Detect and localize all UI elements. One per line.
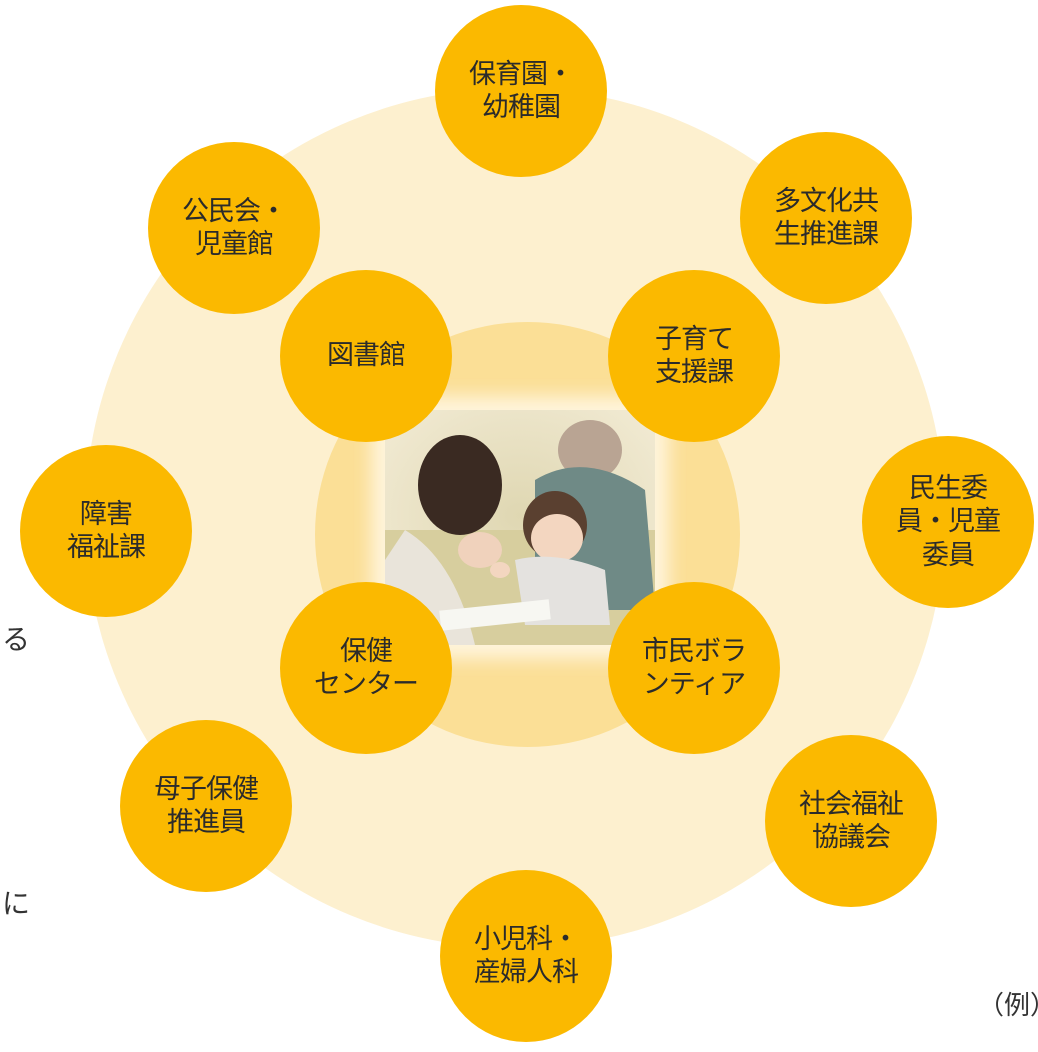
node-hoken-label: 保健 センター (314, 635, 419, 700)
node-boshi-label: 母子保健 推進員 (154, 773, 259, 838)
node-hoken: 保健 センター (280, 582, 452, 754)
node-volunteer: 市民ボラ ンティア (608, 582, 780, 754)
node-shogai: 障害 福祉課 (20, 445, 192, 617)
node-minsei-label: 民生委 員・児童 委員 (896, 473, 1001, 571)
node-boshi: 母子保健 推進員 (120, 720, 292, 892)
node-hoikuen-label: 保育園・ 幼稚園 (469, 58, 574, 123)
node-hoikuen: 保育園・ 幼稚園 (435, 5, 607, 177)
example-caption: （例） (978, 991, 1038, 1021)
node-shoni-label: 小児科・ 産婦人科 (474, 923, 579, 988)
node-toshokan: 図書館 (280, 270, 452, 442)
side-text-ni: に (2, 887, 31, 920)
node-kominkan-label: 公民会・ 児童館 (182, 195, 287, 260)
node-minsei: 民生委 員・児童 委員 (862, 436, 1034, 608)
node-tabunka-label: 多文化共 生推進課 (774, 185, 879, 250)
node-volunteer-label: 市民ボラ ンティア (642, 635, 747, 700)
node-tabunka: 多文化共 生推進課 (740, 132, 912, 304)
node-shakai: 社会福祉 協議会 (765, 735, 937, 907)
node-shoni: 小児科・ 産婦人科 (440, 870, 612, 1042)
node-kominkan: 公民会・ 児童館 (148, 142, 320, 314)
node-kosodate: 子育て 支援課 (608, 270, 780, 442)
node-shogai-label: 障害 福祉課 (67, 498, 146, 563)
side-text-ru: る (2, 623, 31, 656)
node-shakai-label: 社会福祉 協議会 (799, 788, 904, 853)
node-toshokan-label: 図書館 (327, 340, 406, 372)
center-photo (385, 410, 655, 645)
node-kosodate-label: 子育て 支援課 (655, 323, 734, 388)
